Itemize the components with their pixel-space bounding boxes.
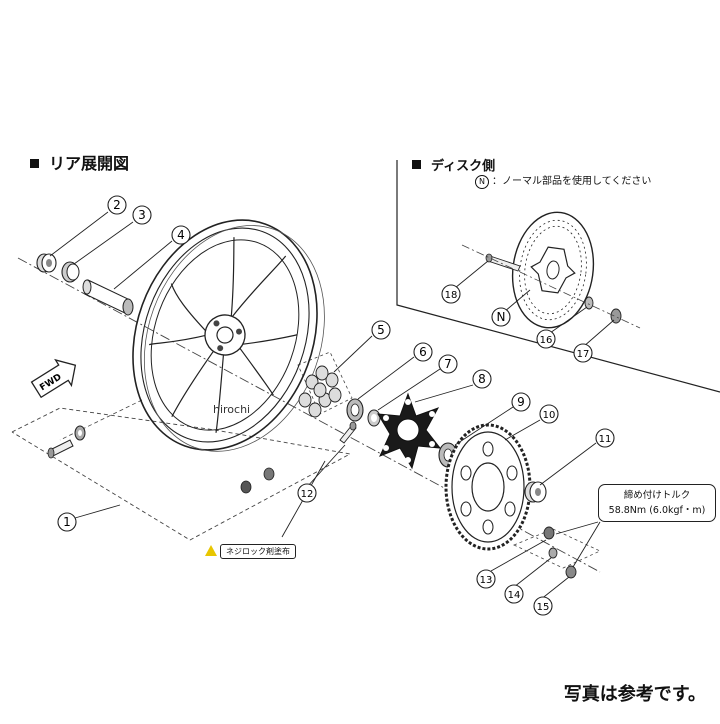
part-18-bolt [485, 253, 521, 272]
lower-plane-outline [11, 407, 352, 541]
part-11-nut [524, 481, 547, 503]
disc-section-border [396, 160, 720, 393]
callout-label: 6 [419, 345, 427, 359]
part-17-nut [610, 308, 622, 324]
part-10-sprocket [444, 423, 532, 551]
callout-label: 18 [445, 290, 458, 301]
part-13-nut [543, 526, 555, 540]
part-14-washer [548, 547, 558, 559]
lower-plane-guide [59, 399, 143, 441]
callout-label: 2 [113, 198, 121, 212]
callout-3: 3 [132, 205, 152, 225]
callout-7: 7 [438, 354, 458, 374]
thread-lock-label: ネジロック剤塗布 [220, 544, 296, 559]
part-3-collar [61, 261, 80, 283]
part-15-nut [565, 565, 577, 579]
callout-label: 14 [508, 590, 521, 601]
part-4-sleeve [82, 279, 134, 316]
callout-12: 12 [297, 483, 317, 503]
callout-14: 14 [504, 584, 524, 604]
damper-box [297, 351, 353, 415]
part-12-bolt [339, 421, 357, 444]
callout-10: 10 [539, 404, 559, 424]
thread-lock-note: ネジロック剤塗布 [205, 544, 296, 559]
part-7-collar [367, 409, 381, 427]
callout-17: 17 [573, 343, 593, 363]
square-bullet-icon [412, 160, 421, 169]
callout-4: 4 [171, 225, 191, 245]
watermark: hirochi [213, 403, 251, 416]
photo-disclaimer: 写真は参考です。 [563, 684, 706, 705]
callout-label: 15 [537, 602, 550, 613]
fwd-arrow-icon: FWD [30, 358, 77, 399]
leader-lines [49, 211, 615, 601]
callout-2: 2 [107, 195, 127, 215]
section-title-rear: リア展開図 [30, 150, 129, 174]
callout-9: 9 [511, 392, 531, 412]
callout-15: 15 [533, 596, 553, 616]
callout-8: 8 [472, 369, 492, 389]
section-title-rear-text: リア展開図 [49, 154, 130, 173]
callout-5: 5 [371, 320, 391, 340]
rear-wheel [132, 219, 325, 452]
part-8-sprocket-hub [377, 392, 442, 470]
part-2-nut [36, 253, 57, 273]
square-bullet-icon [30, 159, 39, 168]
callout-label: 7 [444, 357, 452, 371]
normal-parts-note: N：ノーマル部品を使用してください [475, 172, 651, 189]
callout-label: 4 [177, 228, 185, 242]
callout-label: 8 [478, 372, 486, 386]
callout-label: N [497, 310, 506, 324]
callout-16: 16 [536, 329, 556, 349]
torque-spec-box: 締め付けトルク 58.8Nm (6.0kgf・m) [598, 484, 716, 522]
torque-spec-title: 締め付けトルク [623, 490, 691, 501]
normal-parts-note-text: ：ノーマル部品を使用してください [492, 176, 652, 187]
hub-bolt-assembly [47, 425, 86, 459]
callout-1: 1 [57, 512, 77, 532]
callout-11: 11 [595, 428, 615, 448]
callout-label: 13 [480, 575, 493, 586]
part-6-bearing [346, 398, 364, 422]
normal-part-badge: N [475, 175, 489, 189]
callout-13: 13 [476, 569, 496, 589]
part-5-dampers [298, 365, 342, 418]
callout-n: N [491, 307, 511, 327]
lower-nuts [240, 467, 275, 494]
callout-label: 11 [599, 434, 612, 445]
callout-18: 18 [441, 284, 461, 304]
sprocket-nut-box [513, 528, 601, 569]
part-16-washer [584, 296, 594, 310]
callout-6: 6 [413, 342, 433, 362]
callout-label: 12 [301, 489, 314, 500]
callout-label: 3 [138, 208, 146, 222]
brake-disc [511, 211, 595, 329]
section-title-disc-text: ディスク側 [431, 159, 496, 174]
disc-axis [461, 244, 641, 329]
callout-label: 9 [517, 395, 525, 409]
warning-icon [205, 545, 217, 556]
axle-centerline [17, 257, 601, 573]
callout-label: 16 [540, 335, 553, 346]
callout-label: 17 [577, 349, 590, 360]
torque-spec-value: 58.8Nm (6.0kgf・m) [608, 505, 706, 516]
callout-label: 1 [63, 515, 71, 529]
section-title-disc: ディスク側 [412, 155, 495, 174]
callout-label: 5 [377, 323, 385, 337]
callout-label: 10 [543, 410, 556, 421]
